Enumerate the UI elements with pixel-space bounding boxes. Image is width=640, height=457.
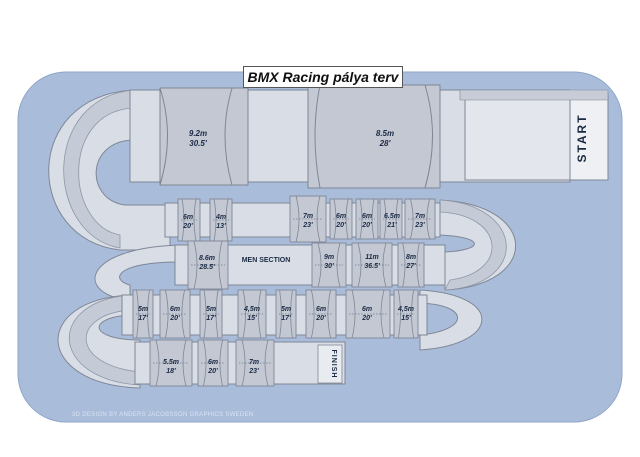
label-row2-right-1-m: 7m	[303, 213, 313, 220]
jump-row3-1	[187, 240, 229, 290]
jump-row2-right-1	[289, 195, 327, 243]
label-row4-4-ft: 15'	[247, 315, 257, 322]
jump-row4-5	[275, 289, 297, 339]
jump-row4-1	[132, 289, 154, 339]
label-row1-1-ft: 30.5'	[189, 139, 208, 148]
label-row4-7-m: 6m	[362, 306, 372, 313]
row2-jumps	[177, 195, 436, 243]
row5-jumps	[149, 339, 275, 387]
turn-right-upper-berm	[439, 199, 507, 291]
label-row5-1-m: 5.5m	[163, 359, 179, 366]
jump-row2-right-2	[329, 198, 353, 240]
finish-line-area	[317, 344, 343, 384]
label-row2-right-2-m: 6m	[336, 213, 346, 220]
jump-row4-7	[345, 289, 391, 339]
jump-row2-right-3	[355, 198, 379, 240]
label-row4-5-ft: 17'	[281, 315, 291, 322]
row3-jumps	[187, 240, 425, 290]
jump-row4-6	[305, 289, 337, 339]
label-row2-right-5-ft: 23'	[414, 222, 425, 229]
start-ramp-top	[459, 89, 609, 101]
label-row4-2-m: 6m	[170, 306, 180, 313]
jump-row4-2	[159, 289, 191, 339]
turn-right-lower	[419, 289, 483, 351]
jump-row2-right-4	[379, 198, 403, 240]
jump-row3-4	[397, 242, 425, 288]
label-row1-2-m: 8.5m	[376, 129, 394, 138]
label-row4-2-ft: 20'	[169, 315, 180, 322]
label-row4-3-ft: 17'	[206, 315, 216, 322]
label-row3-1-ft: 28.5'	[198, 264, 215, 271]
label-row5-1-ft: 18'	[166, 368, 176, 375]
label-row5-2-ft: 20'	[207, 368, 218, 375]
label-row4-4-m: 4,5m	[243, 306, 260, 313]
label-row2-left-2-m: 4m	[215, 214, 226, 221]
label-row2-left-1-m: 6m	[183, 214, 193, 221]
label-row4-5-m: 5m	[281, 306, 291, 313]
label-row2-right-3-m: 6m	[362, 213, 372, 220]
jump-row5-3	[235, 339, 275, 387]
label-row5-2-m: 6m	[208, 359, 218, 366]
page-title: BMX Racing pálya terv	[243, 66, 403, 88]
label-row2-left-2-ft: 13'	[216, 223, 226, 230]
design-credit: 3D DESIGN BY ANDERS JACOBSSON GRAPHICS S…	[72, 412, 254, 418]
men-section-label: MEN SECTION	[242, 257, 291, 264]
label-row1-1-m: 9.2m	[189, 129, 207, 138]
label-row3-3-m: 11m	[365, 254, 379, 261]
turn-left-top-berm	[63, 89, 136, 249]
jump-row5-1	[149, 339, 193, 387]
label-row4-3-m: 5m	[206, 306, 216, 313]
label-row2-right-4-ft: 21'	[386, 222, 397, 229]
jump-row5-2	[197, 339, 229, 387]
label-row1-2-ft: 28'	[379, 139, 392, 148]
start-gate	[464, 94, 571, 181]
label-row4-8-m: 4,5m	[397, 306, 414, 313]
finish-label: FINISH	[330, 350, 337, 379]
label-row4-8-ft: 15'	[401, 315, 411, 322]
label-row2-right-1-ft: 23'	[302, 222, 313, 229]
label-row4-7-ft: 20'	[361, 315, 372, 322]
label-row2-right-3-ft: 20'	[361, 222, 372, 229]
turn-left-bottom-berm	[68, 294, 141, 386]
jump-row1-1	[159, 87, 249, 186]
jump-row4-3	[199, 289, 223, 339]
jump-row3-2	[311, 242, 347, 288]
label-row4-1-ft: 17'	[138, 315, 148, 322]
label-row4-6-ft: 20'	[315, 315, 326, 322]
jump-row4-8	[393, 289, 419, 339]
jump-row3-3	[351, 242, 393, 288]
jump-row4-4	[237, 289, 267, 339]
label-row5-3-m: 7m	[249, 359, 259, 366]
jump-row1-2	[307, 84, 441, 189]
label-row2-right-4-m: 6.5m	[384, 213, 400, 220]
jump-row2-left-1	[177, 198, 201, 242]
label-row2-right-5-m: 7m	[415, 213, 425, 220]
label-row3-1-m: 8.6m	[199, 255, 215, 262]
label-row3-2-ft: 30'	[324, 263, 334, 270]
start-hill	[569, 94, 609, 181]
label-row3-4-m: 8m	[406, 254, 416, 261]
start-label: START	[575, 113, 589, 162]
label-row2-right-2-ft: 20'	[335, 222, 346, 229]
jump-row2-right-5	[404, 198, 436, 240]
label-row4-1-m: 5m	[138, 306, 148, 313]
label-row5-3-ft: 23'	[248, 368, 259, 375]
label-row3-3-ft: 36.5'	[364, 263, 380, 270]
label-row2-left-1-ft: 20'	[182, 223, 193, 230]
row4-jumps	[132, 289, 419, 339]
label-row3-4-ft: 27'	[405, 263, 416, 270]
label-row4-6-m: 6m	[316, 306, 326, 313]
label-row3-2-m: 9m	[324, 254, 334, 261]
